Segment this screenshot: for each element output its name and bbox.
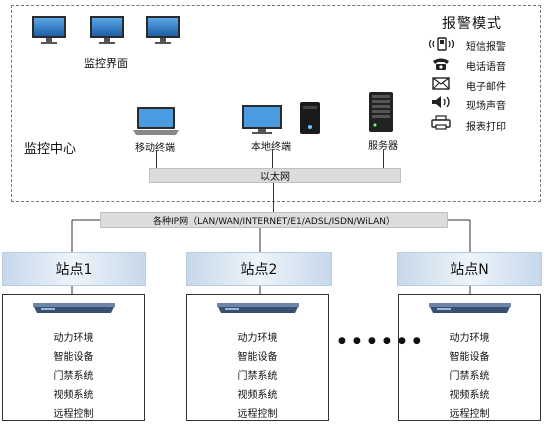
site-n-name: 站点N bbox=[450, 262, 489, 278]
connector-line bbox=[383, 149, 384, 169]
site-item: 智能设备 bbox=[449, 352, 490, 363]
site-item: 视频系统 bbox=[237, 390, 278, 401]
rack-device-icon bbox=[217, 303, 299, 313]
site-item: 视频系统 bbox=[53, 390, 94, 401]
monitoring-center-boundary bbox=[11, 5, 541, 202]
site-n-box: 动力环境 智能设备 门禁系统 视频系统 远程控制 bbox=[398, 294, 541, 421]
site-item: 动力环境 bbox=[237, 333, 278, 344]
site-item: 动力环境 bbox=[449, 333, 490, 344]
server-icon bbox=[369, 92, 393, 132]
ip-network-label: 各种IP网（LAN/WAN/INTERNET/E1/ADSL/ISDN/WiLA… bbox=[153, 216, 395, 227]
site-1-name: 站点1 bbox=[55, 262, 93, 278]
site-2-header: 站点2 bbox=[186, 252, 332, 286]
site-item: 门禁系统 bbox=[449, 371, 490, 382]
site-item: 远程控制 bbox=[449, 409, 490, 420]
site-item: 视频系统 bbox=[449, 390, 490, 401]
rack-device-icon bbox=[429, 303, 511, 313]
printer-icon bbox=[431, 115, 451, 130]
site-1-header: 站点1 bbox=[2, 252, 146, 286]
mobile-terminal-label: 移动终端 bbox=[135, 143, 175, 154]
ethernet-label: 以太网 bbox=[260, 172, 290, 183]
site-2-name: 站点2 bbox=[240, 262, 278, 278]
alarm-mode-title: 报警模式 bbox=[442, 16, 502, 32]
connector-line bbox=[272, 149, 273, 169]
local-terminal-label: 本地终端 bbox=[251, 142, 291, 153]
connector-line bbox=[156, 150, 157, 169]
site-item: 远程控制 bbox=[237, 409, 278, 420]
alarm-item-sound: 现场声音 bbox=[466, 101, 506, 112]
site-item: 动力环境 bbox=[53, 333, 94, 344]
laptop-icon bbox=[133, 107, 179, 135]
alarm-item-email: 电子邮件 bbox=[466, 82, 506, 93]
site-2-box: 动力环境 智能设备 门禁系统 视频系统 远程控制 bbox=[186, 294, 329, 421]
alarm-item-phone: 电话语音 bbox=[466, 62, 506, 73]
speaker-icon bbox=[432, 96, 450, 108]
envelope-icon bbox=[432, 77, 450, 90]
site-item: 智能设备 bbox=[53, 352, 94, 363]
alarm-item-print: 报表打印 bbox=[466, 122, 506, 133]
ethernet-bar: 以太网 bbox=[149, 168, 401, 183]
server-label: 服务器 bbox=[368, 141, 398, 152]
sms-phone-icon bbox=[428, 37, 455, 51]
site-n-header: 站点N bbox=[397, 252, 542, 286]
telephone-icon bbox=[433, 58, 449, 70]
connector-line bbox=[273, 183, 274, 213]
monitor-screens-icon bbox=[32, 16, 180, 44]
ellipsis-dots: ● ● ● ● ● ● bbox=[338, 336, 423, 346]
site-item: 门禁系统 bbox=[53, 371, 94, 382]
desktop-computer-icon bbox=[242, 102, 320, 134]
ip-network-bar: 各种IP网（LAN/WAN/INTERNET/E1/ADSL/ISDN/WiLA… bbox=[100, 212, 448, 228]
site-item: 智能设备 bbox=[237, 352, 278, 363]
site-item: 门禁系统 bbox=[237, 371, 278, 382]
site-1-box: 动力环境 智能设备 门禁系统 视频系统 远程控制 bbox=[2, 294, 145, 421]
site-item: 远程控制 bbox=[53, 409, 94, 420]
alarm-item-sms: 短信报警 bbox=[466, 42, 506, 53]
monitor-interface-label: 监控界面 bbox=[84, 57, 128, 70]
monitoring-center-label: 监控中心 bbox=[24, 142, 77, 157]
rack-device-icon bbox=[33, 303, 115, 313]
